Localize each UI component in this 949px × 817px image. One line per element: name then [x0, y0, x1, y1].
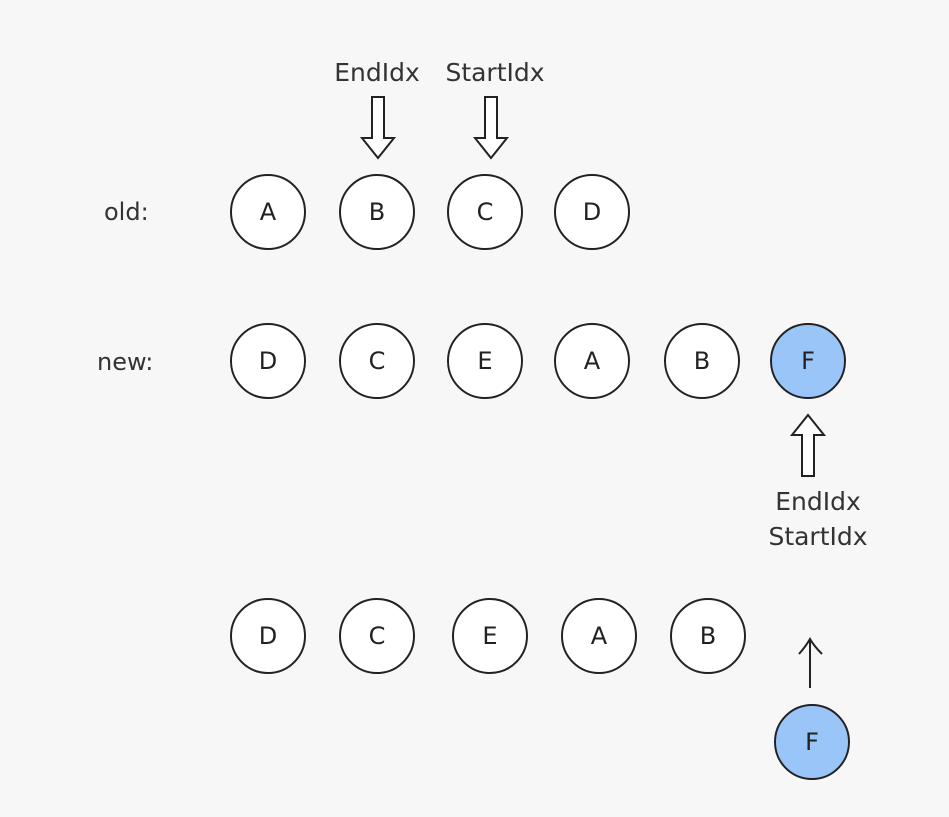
new-node-f: F: [770, 323, 846, 399]
result-node-b: B: [670, 598, 746, 674]
old-node-d: D: [554, 174, 630, 250]
old-node-c: C: [447, 174, 523, 250]
new-end-pointer-label: EndIdx: [775, 487, 861, 516]
new-node-d: D: [230, 323, 306, 399]
new-node-b: B: [664, 323, 740, 399]
result-node-f: F: [774, 704, 850, 780]
new-start-pointer-label: StartIdx: [768, 522, 868, 551]
new-row-label: new:: [97, 348, 154, 376]
new-node-c: C: [339, 323, 415, 399]
insert-up-arrow-icon: [798, 636, 823, 688]
old-node-a: A: [230, 174, 306, 250]
new-node-a: A: [554, 323, 630, 399]
old-node-b: B: [339, 174, 415, 250]
result-node-d: D: [230, 598, 306, 674]
old-end-down-arrow-icon: [359, 96, 397, 160]
new-pointer-up-arrow-icon: [789, 413, 827, 477]
result-node-a: A: [561, 598, 637, 674]
new-pointer-labels: EndIdx StartIdx: [768, 484, 867, 554]
result-node-e: E: [452, 598, 528, 674]
result-node-c: C: [339, 598, 415, 674]
old-end-pointer-label: EndIdx: [334, 58, 420, 87]
old-start-down-arrow-icon: [472, 96, 510, 160]
old-row-label: old:: [104, 198, 149, 226]
old-start-pointer-label: StartIdx: [445, 58, 545, 87]
new-node-e: E: [447, 323, 523, 399]
